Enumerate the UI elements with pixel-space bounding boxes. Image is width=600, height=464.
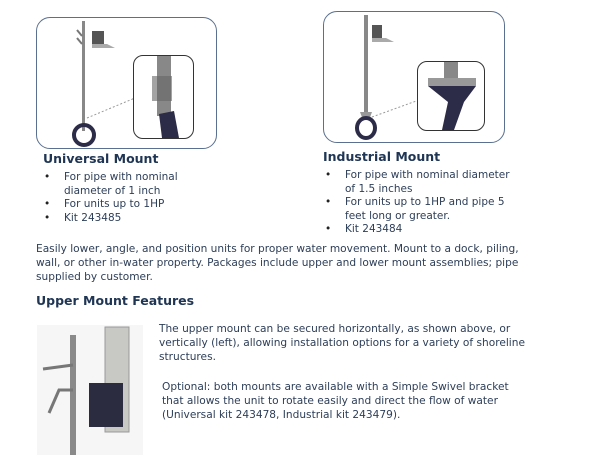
industrial-mount-title: Industrial Mount [323,149,441,164]
universal-mount-title: Universal Mount [43,151,159,166]
industrial-mount-bullets: For pipe with nominal diameter of 1.5 in… [325,169,515,237]
universal-mount-illustration [72,21,136,147]
list-item: Kit 243485 [44,212,204,226]
universal-mount-bullets: For pipe with nominal diameter of 1 inch… [44,171,204,225]
list-item: For pipe with nominal diameter of 1.5 in… [325,169,515,196]
upper-mount-image [37,325,143,455]
universal-mount-detail-image [133,55,194,139]
upper-mount-heading: Upper Mount Features [36,293,195,308]
intro-paragraph: Easily lower, angle, and position units … [36,243,519,283]
list-item: Kit 243484 [325,223,515,237]
list-item: For pipe with nominal diameter of 1 inch [44,171,204,198]
industrial-mount-illustration [355,15,420,140]
list-item: For units up to 1HP [44,198,204,212]
upper-mount-illustration [42,326,130,455]
list-item: For units up to 1HP and pipe 5 feet long… [325,196,515,223]
industrial-mount-detail-image [417,61,485,131]
swivel-option-description: Optional: both mounts are available with… [162,381,509,421]
upper-mount-description: The upper mount can be secured horizonta… [159,323,525,363]
